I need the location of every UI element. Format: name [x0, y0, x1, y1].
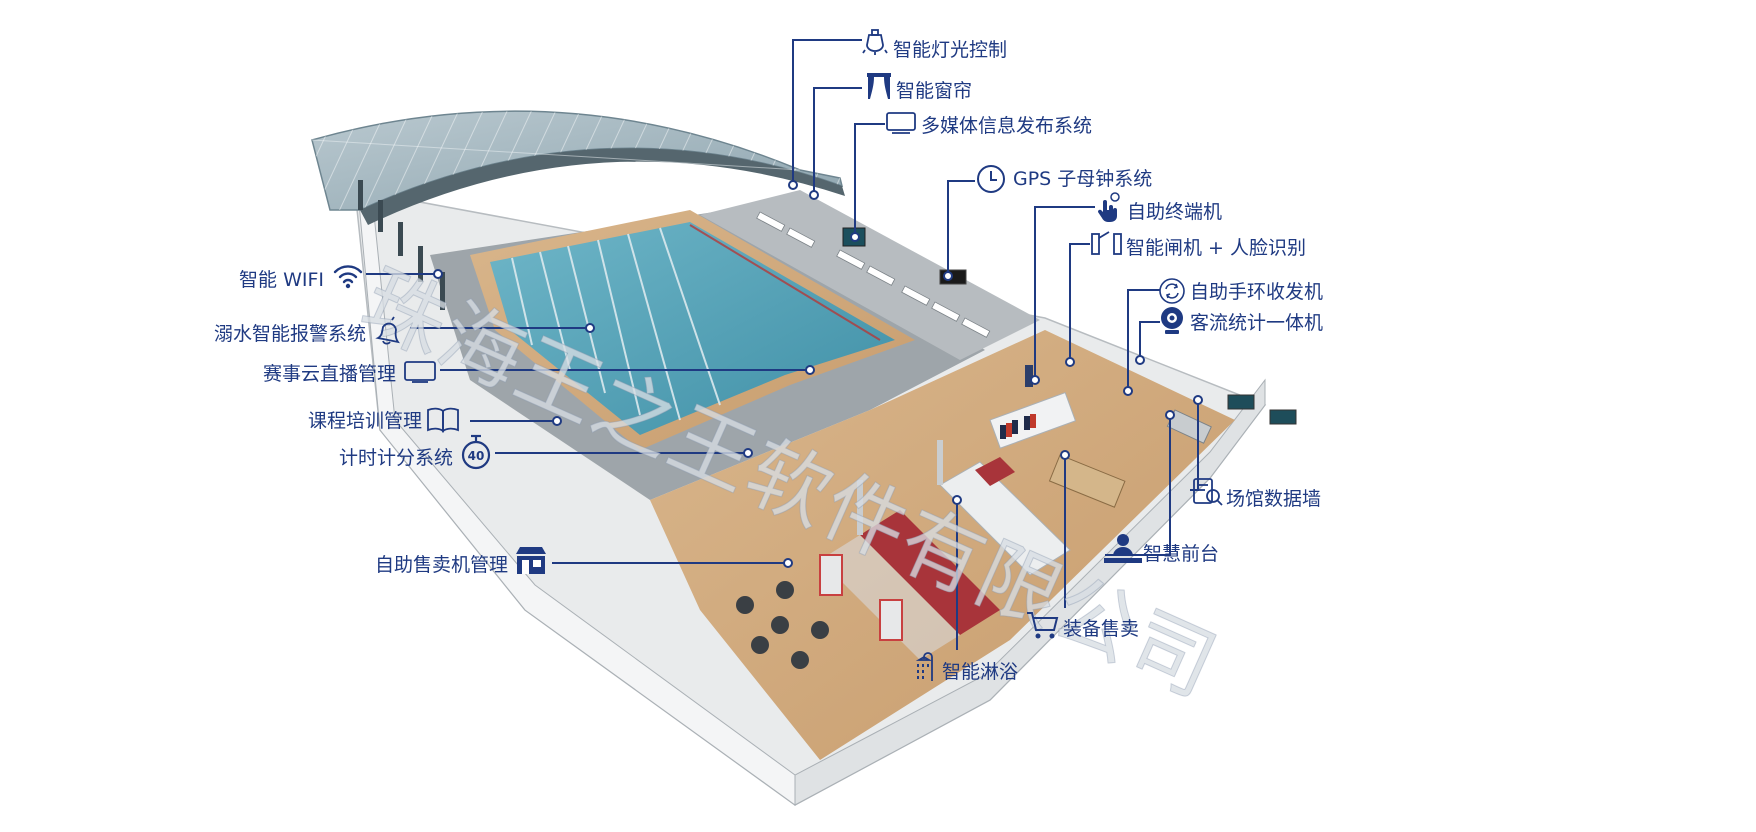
bell-icon: [375, 316, 400, 345]
touch-hand-icon: [1097, 192, 1120, 222]
sync-icon: [1159, 278, 1185, 304]
curtain-icon: [867, 73, 891, 99]
clock-icon: [977, 165, 1005, 193]
gate-icon: [1091, 231, 1122, 255]
callout-dots: [433, 180, 1203, 568]
stopwatch-icon: 40: [461, 434, 491, 470]
wall-windows: [358, 180, 445, 310]
stopwatch-number: 40: [468, 449, 485, 463]
label-gps-clock: GPS 子母钟系统: [1013, 168, 1153, 190]
light-bulb-icon: [862, 29, 888, 55]
label-self-terminal: 自助终端机: [1127, 201, 1223, 223]
label-drowning-alarm: 溺水智能报警系统: [213, 323, 366, 345]
label-lighting: 智能灯光控制: [893, 39, 1008, 61]
wifi-icon: [333, 265, 363, 289]
label-gate-face: 智能闸机 + 人脸识别: [1126, 237, 1306, 259]
label-passenger-flow: 客流统计一体机: [1190, 312, 1324, 334]
label-front-desk: 智慧前台: [1143, 543, 1220, 565]
pool-lanes: [511, 227, 721, 421]
lounge-chairs: [756, 211, 991, 338]
shop-area: [989, 391, 1126, 508]
book-icon: [427, 407, 459, 433]
vending-machines: [819, 554, 903, 641]
gate-device: [1025, 365, 1033, 387]
label-wristband: 自助手环收发机: [1190, 281, 1324, 303]
changing-rooms: [820, 440, 1071, 660]
receptionist-icon: [1104, 534, 1142, 563]
label-wifi: 智能 WIFI: [239, 269, 324, 291]
monitor-icon: [886, 112, 916, 134]
label-live-stream: 赛事云直播管理: [262, 363, 396, 385]
label-vending: 自助售卖机管理: [374, 554, 508, 576]
shop-icon: [516, 547, 546, 574]
label-multimedia: 多媒体信息发布系统: [921, 115, 1093, 137]
label-shower: 智能淋浴: [942, 661, 1019, 683]
camera-icon: [1161, 307, 1183, 334]
label-course: 课程培训管理: [307, 410, 422, 432]
callout-lines: [366, 39, 1199, 650]
screen-icon: [404, 361, 436, 383]
label-data-wall: 场馆数据墙: [1226, 488, 1322, 510]
label-equipment-sale: 装备售卖: [1063, 618, 1140, 640]
cafe-tables: [736, 581, 829, 669]
label-timing: 计时计分系统: [338, 447, 453, 469]
shower-icon: [915, 652, 933, 681]
pool-water: [490, 222, 895, 435]
label-curtain: 智能窗帘: [896, 80, 973, 102]
cart-icon: [1027, 612, 1059, 639]
data-report-icon: [1193, 478, 1223, 506]
arched-roof: [311, 110, 845, 225]
reception-area: [1166, 394, 1297, 444]
